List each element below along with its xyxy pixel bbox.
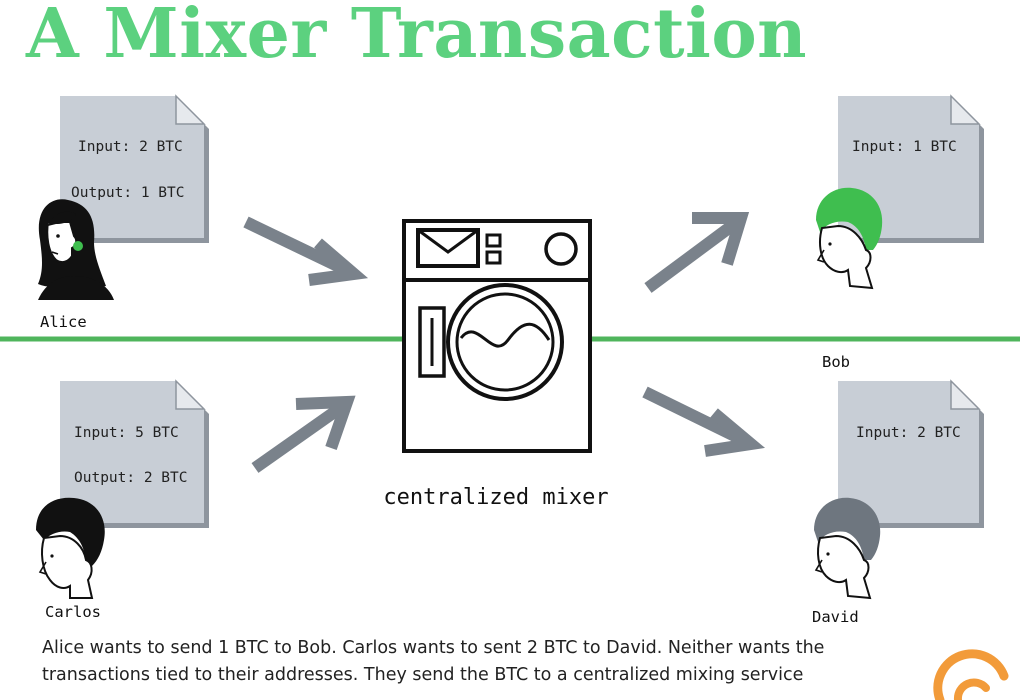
carlos-doc-line-1: Input: 5 BTC	[74, 425, 179, 441]
bob-label: Bob	[822, 353, 850, 371]
david-avatar	[814, 497, 881, 600]
alice-label: Alice	[40, 313, 87, 331]
alice-avatar	[38, 199, 114, 300]
bob-avatar	[816, 187, 883, 290]
diagram-title: A Mixer Transaction	[26, 0, 808, 74]
brand-logo-icon	[933, 649, 1009, 700]
carlos-doc-line-2: Output: 2 BTC	[74, 470, 188, 486]
carlos-document: Input: 5 BTC Output: 2 BTC	[60, 379, 209, 528]
arrow-alice-to-mixer	[243, 216, 369, 286]
mixer-label: centralized mixer	[383, 485, 608, 510]
david-document: Input: 2 BTC	[838, 379, 984, 528]
bob-doc-line-1: Input: 1 BTC	[852, 139, 957, 155]
arrow-carlos-to-mixer	[251, 395, 356, 473]
arrow-mixer-to-david	[642, 386, 766, 457]
david-doc-line-1: Input: 2 BTC	[856, 425, 961, 441]
mixer-washing-machine-icon	[402, 219, 592, 453]
alice-doc-line-2: Output: 1 BTC	[71, 185, 185, 201]
arrow-mixer-to-bob	[644, 212, 750, 293]
alice-document: Input: 2 BTC Output: 1 BTC	[60, 94, 209, 243]
alice-doc-line-1: Input: 2 BTC	[78, 139, 183, 155]
caption-text: Alice wants to send 1 BTC to Bob. Carlos…	[42, 638, 825, 685]
carlos-avatar	[36, 497, 105, 599]
carlos-label: Carlos	[45, 603, 101, 621]
david-label: David	[812, 608, 859, 626]
